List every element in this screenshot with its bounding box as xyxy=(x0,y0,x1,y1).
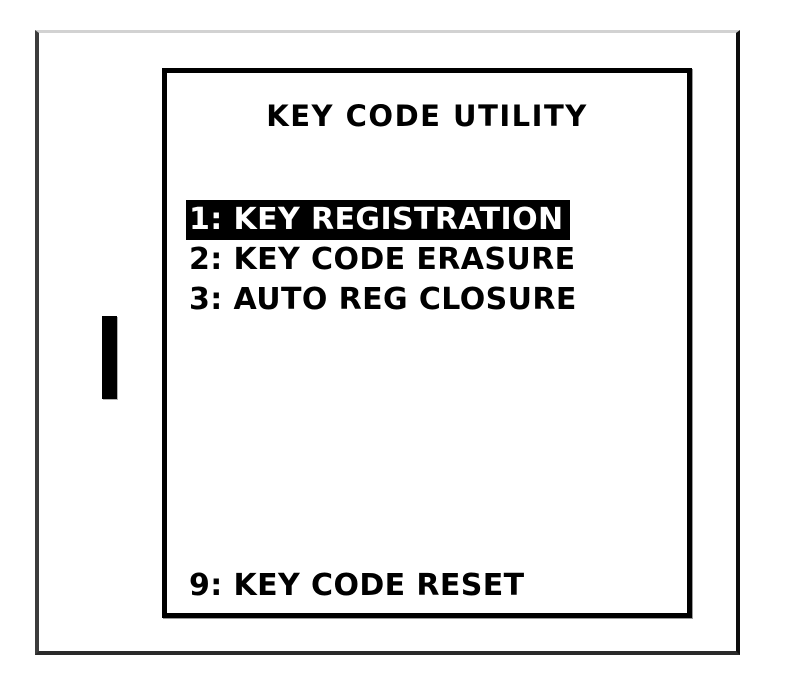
menu-item-row: 3: AUTO REG CLOSURE xyxy=(186,280,656,320)
menu-footer: 9: KEY CODE RESET xyxy=(186,566,656,604)
lcd-display-panel: KEY CODE UTILITY 1: KEY REGISTRATION 2: … xyxy=(162,68,692,618)
menu-item-key-code-reset[interactable]: 9: KEY CODE RESET xyxy=(189,568,525,603)
menu-item-key-registration[interactable]: 1: KEY REGISTRATION xyxy=(186,200,570,240)
menu-item-row: 1: KEY REGISTRATION xyxy=(186,200,656,240)
device-bezel: KEY CODE UTILITY 1: KEY REGISTRATION 2: … xyxy=(35,30,740,655)
menu-item-row: 2: KEY CODE ERASURE xyxy=(186,240,656,280)
menu-item-key-code-erasure[interactable]: 2: KEY CODE ERASURE xyxy=(189,242,576,277)
page-title: KEY CODE UTILITY xyxy=(266,99,588,133)
menu-item-auto-reg-closure[interactable]: 3: AUTO REG CLOSURE xyxy=(189,282,577,317)
menu-list: 1: KEY REGISTRATION 2: KEY CODE ERASURE … xyxy=(186,200,656,320)
side-marker-bar-icon xyxy=(102,316,117,399)
lcd-screen-area: KEY CODE UTILITY 1: KEY REGISTRATION 2: … xyxy=(167,73,687,613)
